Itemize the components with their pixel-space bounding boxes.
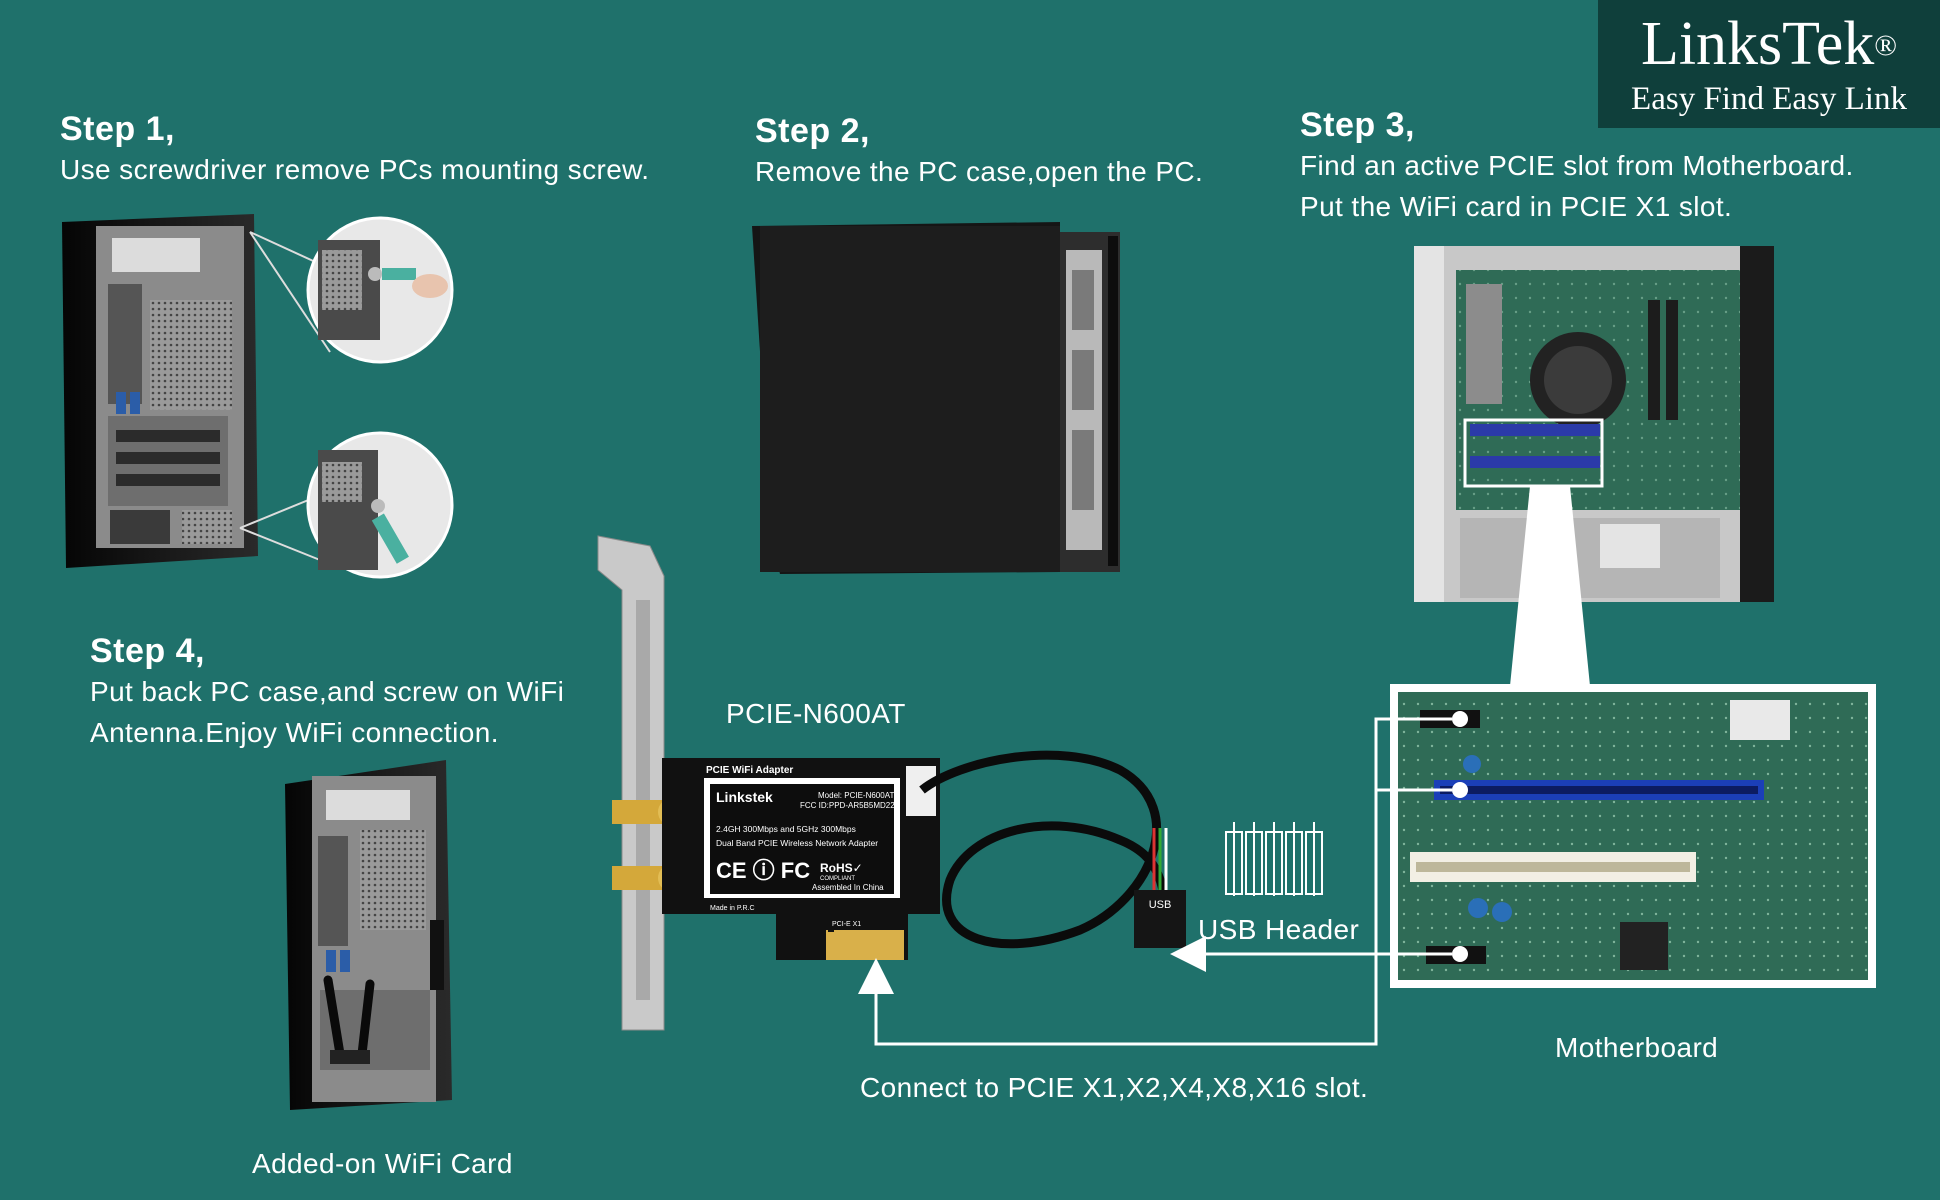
- step-4: Step 4, Put back PC case,and screw on Wi…: [90, 632, 564, 753]
- card-label-model: Model: PCIE-N600AT: [818, 791, 894, 800]
- usb-header-pins: [1225, 822, 1323, 896]
- logo-tagline: Easy Find Easy Link: [1631, 81, 1907, 117]
- step-4-title: Step 4,: [90, 632, 205, 670]
- step-1: Step 1, Use screwdriver remove PCs mount…: [60, 110, 649, 190]
- wifi-card: USB: [597, 535, 1186, 1031]
- usb-plug-label: USB: [1149, 899, 1172, 911]
- motherboard-caption: Motherboard: [1555, 1032, 1719, 1063]
- step-3-line-2: Put the WiFi card in PCIE X1 slot.: [1300, 191, 1733, 222]
- motherboard-zoom: [1390, 684, 1876, 988]
- step-1-title: Step 1,: [60, 110, 175, 148]
- step-4-line-2: Antenna.Enjoy WiFi connection.: [90, 717, 499, 748]
- connect-caption: Connect to PCIE X1,X2,X4,X8,X16 slot.: [860, 1072, 1369, 1103]
- step-4-line-1: Put back PC case,and screw on WiFi: [90, 676, 565, 707]
- step-2-pc-side: [752, 222, 1120, 574]
- step-2-line-1: Remove the PC case,open the PC.: [755, 156, 1204, 187]
- card-label-slot: PCI-E X1: [832, 921, 861, 928]
- card-label-spec-1: 2.4GH 300Mbps and 5GHz 300Mbps: [716, 824, 856, 834]
- step-1-line-1: Use screwdriver remove PCs mounting scre…: [60, 154, 650, 185]
- registered-mark: ®: [1874, 29, 1898, 62]
- card-label-header: PCIE WiFi Adapter: [706, 765, 793, 776]
- connection-arrows: [858, 717, 1452, 1046]
- model-caption: PCIE-N600AT: [726, 698, 906, 729]
- card-label-assembled: Assembled In China: [812, 883, 884, 892]
- step-3-pc-open: [1414, 246, 1774, 686]
- card-label-spec-2: Dual Band PCIE Wireless Network Adapter: [716, 838, 878, 848]
- logo-brand: LinksTek: [1640, 10, 1875, 78]
- step-2: Step 2, Remove the PC case,open the PC.: [755, 112, 1203, 192]
- card-label-fcc: FCC ID:PPD-AR5B5MD22: [800, 801, 895, 810]
- step-3-title: Step 3,: [1300, 106, 1415, 144]
- card-label-rohs: RoHS✓: [820, 861, 863, 875]
- step-3-line-1: Find an active PCIE slot from Motherboar…: [1300, 150, 1854, 181]
- step-3: Step 3, Find an active PCIE slot from Mo…: [1300, 106, 1854, 227]
- card-label-made-in: Made in P.R.C: [710, 905, 755, 912]
- card-label-marks: CE ⓘ FC: [716, 858, 810, 883]
- step-2-title: Step 2,: [755, 112, 870, 150]
- card-label-brand: Linkstek: [716, 789, 773, 805]
- added-card-caption: Added-on WiFi Card: [252, 1148, 513, 1179]
- card-label-text: PCIE WiFi Adapter Linkstek Model: PCIE-N…: [706, 765, 895, 928]
- step-1-pc-back: [62, 214, 454, 579]
- card-label-rohs-sub: COMPLIANT: [820, 876, 855, 882]
- step-4-pc-antennas: [285, 760, 452, 1110]
- usb-header-caption: USB Header: [1198, 914, 1360, 945]
- linkstek-logo: LinksTek® Easy Find Easy Link: [1598, 0, 1940, 128]
